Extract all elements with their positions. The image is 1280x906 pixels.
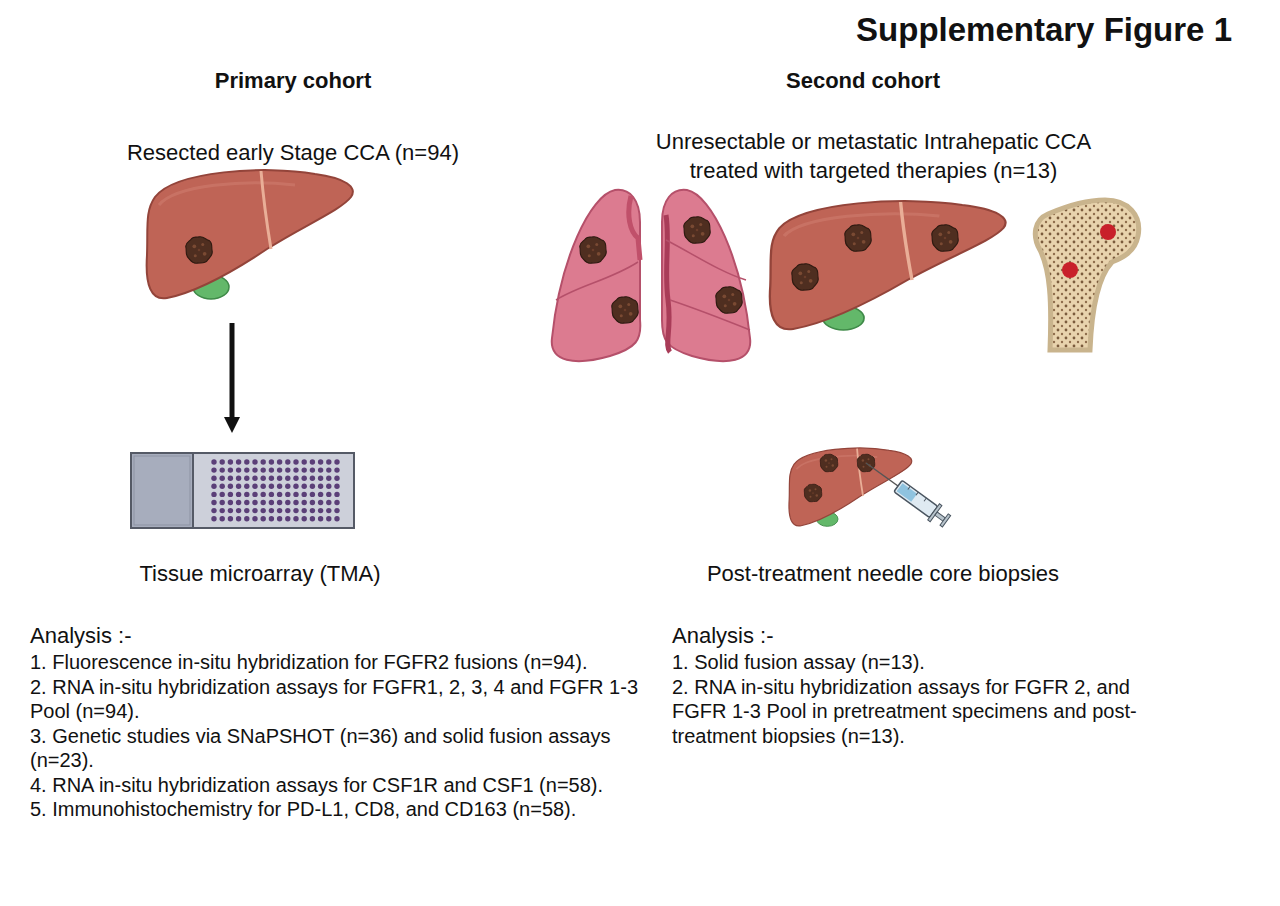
analysis-item: 1. Fluorescence in-situ hybridization fo… [30,650,640,675]
analysis-list: Analysis :-1. Solid fusion assay (n=13).… [672,622,1164,748]
flow-arrow [224,323,240,433]
biopsy-illustration [789,448,952,529]
figure-title: Supplementary Figure 1 [856,10,1232,50]
node-caption: Resected early Stage CCA (n=94) [93,138,493,167]
cohort-heading: Primary cohort [143,67,443,95]
tma-node: Tissue microarray (TMA) [115,433,405,593]
node-caption: Tissue microarray (TMA) [115,559,405,588]
cohort-description: Unresectable or metastatic Intrahepatic … [636,127,1111,185]
tma-slide [130,452,355,530]
analysis-item: 2. RNA in-situ hybridization assays for … [30,675,640,724]
analysis-item: 1. Solid fusion assay (n=13). [672,650,1164,675]
cohort-sample-node: Resected early Stage CCA (n=94) [93,130,493,323]
analysis-item: 3. Genetic studies via SNaPSHOT (n=36) a… [30,724,640,773]
sample-caption: Post-treatment needle core biopsies [633,559,1133,588]
analysis-item: 2. RNA in-situ hybridization assays for … [672,675,1164,749]
analysis-heading: Analysis :- [672,622,1164,650]
analysis-item: 4. RNA in-situ hybridization assays for … [30,773,640,798]
analysis-item: 5. Immunohistochemistry for PD-L1, CD8, … [30,797,640,822]
lungs-illustration [552,190,750,361]
liver-illustration [770,201,1006,330]
analysis-heading: Analysis :- [30,622,640,650]
liver-illustration [145,165,355,310]
analysis-list: Analysis :-1. Fluorescence in-situ hybri… [30,622,640,822]
bone-illustration [1035,200,1138,350]
cohort-heading: Second cohort [713,67,1013,95]
